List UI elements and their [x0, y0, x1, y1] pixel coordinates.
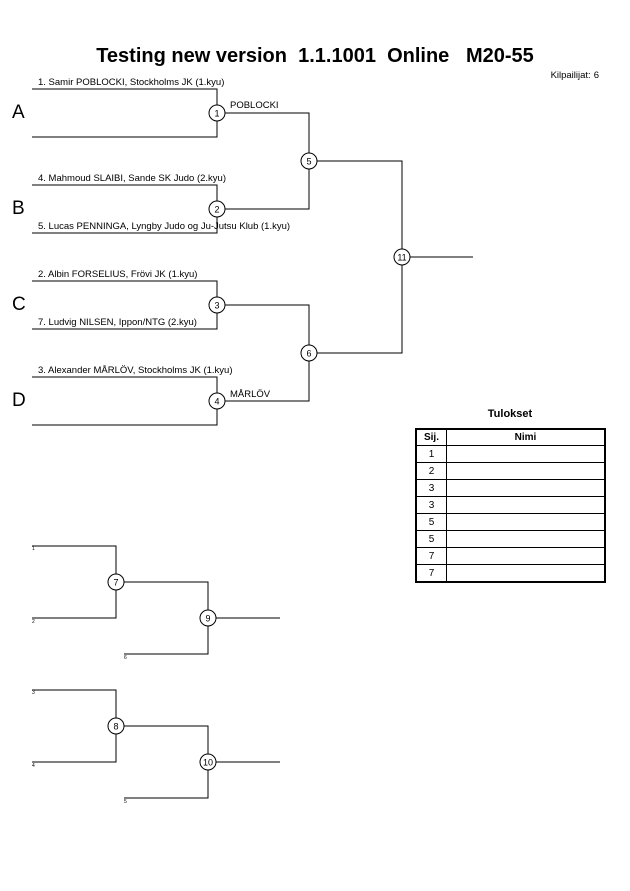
repechage-line-2b [116, 725, 209, 799]
entry-3: 4. Mahmoud SLAIBI, Sande SK Judo (2.kyu) [38, 173, 226, 184]
match-6-node: 6 [300, 344, 318, 362]
repechage-slot-1: 1 [32, 546, 35, 552]
entry-1: 1. Samir POBLOCKI, Stockholms JK (1.kyu) [38, 77, 224, 88]
group-label-c: C [12, 294, 26, 315]
match-4-node: 4 [208, 392, 226, 410]
repechage-slot-2: 2 [32, 619, 35, 625]
competitor-count-label: Kilpailijat: [550, 70, 591, 81]
result-name [446, 547, 606, 565]
result-place: 2 [415, 462, 447, 480]
group-label-b: B [12, 198, 25, 219]
result-place: 7 [415, 547, 447, 565]
results-table: Sij. Nimi 1 2 3 3 5 5 7 7 [415, 428, 606, 583]
match-5-number: 5 [306, 157, 311, 167]
repechage-line-1b [116, 581, 209, 655]
repechage-line-1a [32, 545, 117, 619]
results-row: 1 [415, 445, 606, 463]
repechage-slot-5: 5 [124, 799, 127, 805]
entry-5: 2. Albin FORSELIUS, Frövi JK (1.kyu) [38, 269, 197, 280]
results-row: 7 [415, 564, 606, 583]
match-6-number: 6 [306, 349, 311, 359]
results-col-name: Nimi [446, 428, 606, 446]
result-place: 3 [415, 496, 447, 514]
match-10-node: 10 [199, 753, 217, 771]
results-row: 5 [415, 513, 606, 531]
results-row: 3 [415, 479, 606, 497]
result-place: 5 [415, 513, 447, 531]
result-place: 7 [415, 564, 447, 583]
result-name [446, 496, 606, 514]
match-11-number: 11 [397, 253, 406, 263]
match-10-number: 10 [203, 758, 213, 768]
competitor-count-value: 6 [593, 70, 599, 81]
match-9-node: 9 [199, 609, 217, 627]
results-header-row: Sij. Nimi [415, 428, 606, 446]
result-name [446, 513, 606, 531]
page-title: Testing new version 1.1.1001 Online M20-… [96, 45, 534, 67]
bracket-line-final [309, 160, 403, 354]
match-3-number: 3 [214, 301, 219, 311]
repechage-slot-3: 3 [32, 690, 35, 696]
entry-4: 5. Lucas PENNINGA, Lyngby Judo og Ju-Jut… [38, 221, 290, 232]
results-row: 5 [415, 530, 606, 548]
results-title: Tulokset [487, 408, 533, 420]
match-4-winner: MÅRLÖV [230, 389, 271, 400]
match-9-number: 9 [205, 614, 210, 624]
result-place: 3 [415, 479, 447, 497]
entry-6: 7. Ludvig NILSEN, Ippon/NTG (2.kyu) [38, 317, 197, 328]
bracket-line-d [32, 376, 218, 426]
match-3-node: 3 [208, 296, 226, 314]
match-2-node: 2 [208, 200, 226, 218]
result-place: 5 [415, 530, 447, 548]
result-name [446, 462, 606, 480]
result-name [446, 530, 606, 548]
competitor-count: Kilpailijat:6 [548, 70, 599, 81]
repechage-slot-6: 6 [124, 655, 127, 661]
match-1-winner: POBLOCKI [230, 100, 279, 111]
group-label-a: A [12, 102, 25, 123]
repechage-line-2a [32, 689, 117, 763]
match-4-number: 4 [214, 397, 219, 407]
match-1-node: 1 [208, 104, 226, 122]
group-label-d: D [12, 390, 26, 411]
results-col-place: Sij. [415, 428, 447, 446]
results-row: 7 [415, 547, 606, 565]
match-5-node: 5 [300, 152, 318, 170]
match-7-number: 7 [113, 578, 118, 588]
match-8-number: 8 [113, 722, 118, 732]
match-8-node: 8 [107, 717, 125, 735]
match-7-node: 7 [107, 573, 125, 591]
match-2-number: 2 [214, 205, 219, 215]
bracket-line-a [32, 88, 218, 138]
bracket-line-cd [217, 304, 310, 402]
results-row: 2 [415, 462, 606, 480]
match-11-node: 11 [393, 248, 411, 266]
match-1-number: 1 [214, 109, 219, 119]
result-name [446, 445, 606, 463]
result-name [446, 564, 606, 583]
bracket-line-ab [217, 112, 310, 210]
entry-7: 3. Alexander MÅRLÖV, Stockholms JK (1.ky… [38, 365, 232, 376]
repechage-slot-4: 4 [32, 763, 35, 769]
results-row: 3 [415, 496, 606, 514]
result-place: 1 [415, 445, 447, 463]
result-name [446, 479, 606, 497]
